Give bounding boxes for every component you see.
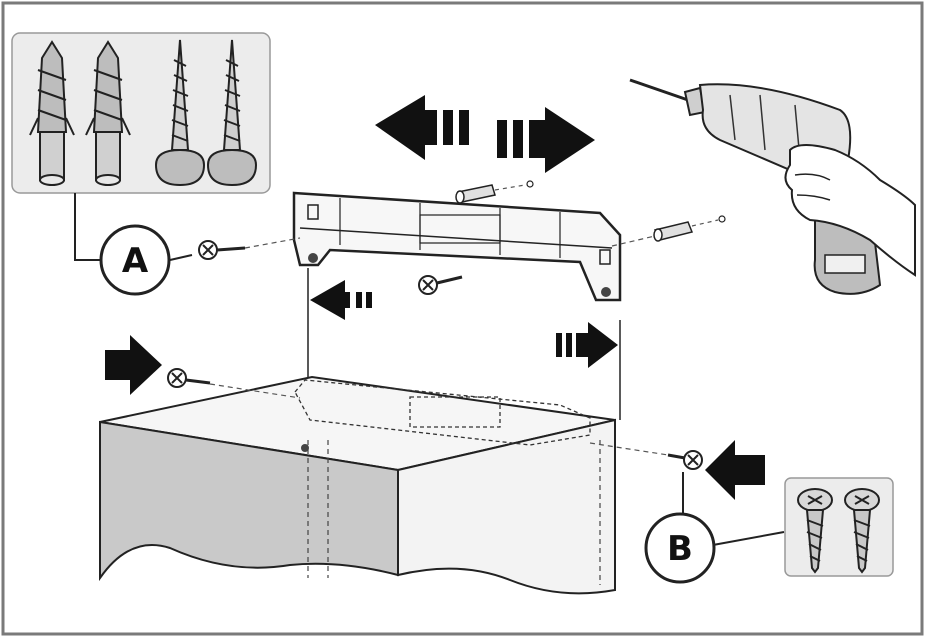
wood-screw-icon (154, 39, 206, 187)
wall-bracket (292, 191, 622, 302)
wall-plug-icon (85, 40, 131, 186)
callout-a: A (99, 224, 171, 296)
leader-line-b2 (712, 531, 785, 546)
power-drill-icon (629, 78, 916, 295)
pan-head-screw-icon (844, 488, 880, 574)
inset-parts-b (784, 477, 894, 577)
wood-screw-icon (206, 39, 258, 187)
callout-a-label: A (122, 241, 149, 281)
cabinet-screw-right-icon (683, 450, 703, 470)
arrow-right-icon (497, 107, 595, 173)
cabinet (99, 375, 616, 595)
pan-head-screw-icon (797, 488, 833, 574)
arrow-left-cabinet-icon (705, 440, 765, 500)
callout-b: B (644, 512, 716, 584)
inset-parts-a (11, 32, 271, 194)
bracket-screw-left-icon (198, 240, 218, 260)
wall-plug-small-icon (455, 180, 534, 204)
arrow-right-cabinet-icon (105, 335, 162, 395)
arrow-right-small-icon (556, 322, 618, 368)
wall-plug-icon (29, 40, 75, 186)
wall-plug-small-icon (653, 215, 726, 242)
arrow-left-icon (375, 95, 469, 160)
leader-line-a2 (169, 254, 193, 261)
bracket-screw-center-icon (418, 275, 438, 295)
callout-b-label: B (667, 529, 693, 569)
arrow-left-small-icon (310, 280, 372, 320)
leader-line-a (74, 193, 100, 261)
cabinet-screw-left-icon (167, 368, 187, 388)
